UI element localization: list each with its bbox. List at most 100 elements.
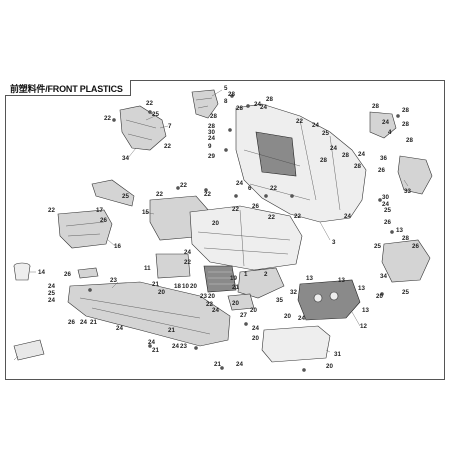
callout-17: 17 (96, 207, 103, 214)
callout-24: 24 (148, 339, 155, 346)
callout-25: 25 (384, 207, 391, 214)
callout-24: 24 (344, 213, 351, 220)
part-cover-right (381, 239, 431, 283)
callout-27: 27 (240, 312, 247, 319)
callout-28: 28 (208, 123, 215, 130)
callout-26: 26 (412, 243, 419, 250)
callout-22: 22 (296, 118, 303, 125)
callout-26: 26 (64, 271, 71, 278)
part-grille-19 (203, 265, 237, 293)
callout-20: 20 (326, 363, 333, 370)
callout-24: 24 (208, 135, 215, 142)
callout-24: 24 (382, 119, 389, 126)
part-tray-11 (155, 253, 191, 279)
callout-13: 13 (338, 277, 345, 284)
part-side-cover-33 (397, 155, 433, 195)
callout-24: 24 (172, 343, 179, 350)
callout-28: 28 (320, 157, 327, 164)
callout-22: 22 (104, 115, 111, 122)
callout-24: 24 (252, 325, 259, 332)
callout-34: 34 (380, 273, 387, 280)
callout-2: 2 (264, 271, 268, 278)
callout-15: 15 (142, 209, 149, 216)
callout-35: 35 (276, 297, 283, 304)
callout-21: 21 (152, 347, 159, 354)
callout-26: 26 (384, 219, 391, 226)
callout-24: 24 (358, 151, 365, 158)
callout-22: 22 (204, 191, 211, 198)
part-bracket-right-top (369, 111, 397, 139)
callout-10: 10 (182, 283, 189, 290)
callout-33: 33 (404, 188, 411, 195)
callout-21: 21 (214, 361, 221, 368)
callout-23: 23 (200, 293, 207, 300)
callout-19: 19 (230, 275, 237, 282)
callout-22: 22 (270, 185, 277, 192)
part-lower-panel-23 (67, 281, 231, 347)
callout-7: 7 (168, 123, 172, 130)
part-clip-26 (77, 267, 99, 279)
callout-24: 24 (330, 145, 337, 152)
callout-32: 32 (290, 289, 297, 296)
callout-25: 25 (152, 111, 159, 118)
callout-20: 20 (190, 283, 197, 290)
callout-22: 22 (206, 301, 213, 308)
callout-30: 30 (208, 129, 215, 136)
callout-23: 23 (180, 343, 187, 350)
menu-arrow-button[interactable] (13, 339, 45, 361)
callout-22: 22 (48, 207, 55, 214)
callout-labels: 5 28 8 28 28 24 24 28 28 30 24 9 29 22 2… (38, 85, 419, 370)
callout-24: 24 (184, 249, 191, 256)
callout-11: 11 (144, 265, 151, 272)
screw-fasteners (88, 94, 400, 372)
callout-20: 20 (284, 313, 291, 320)
callout-22: 22 (294, 213, 301, 220)
callout-12: 12 (360, 323, 367, 330)
callout-25: 25 (402, 289, 409, 296)
callout-28: 28 (228, 91, 235, 98)
callout-28: 28 (210, 113, 217, 120)
callout-20: 20 (232, 300, 239, 307)
callout-28: 28 (402, 235, 409, 242)
part-arm-17 (91, 179, 135, 207)
diagram-frame (5, 80, 445, 380)
part-bracket-5 (191, 89, 219, 119)
callout-24: 24 (48, 283, 55, 290)
callout-22: 22 (146, 100, 153, 107)
leader-lines (30, 89, 409, 353)
part-dash-cluster-window (255, 131, 297, 177)
callout-9: 9 (208, 143, 212, 150)
callout-22: 22 (164, 143, 171, 150)
part-lower-dash (189, 205, 303, 271)
callout-28: 28 (402, 107, 409, 114)
callout-28: 28 (402, 121, 409, 128)
callout-16: 16 (114, 243, 121, 250)
callout-22: 22 (180, 182, 187, 189)
callout-20: 20 (158, 289, 165, 296)
callout-31: 31 (334, 351, 341, 358)
part-dash-panel (235, 103, 367, 223)
callout-24: 24 (298, 315, 305, 322)
part-side-panel-7 (119, 105, 167, 151)
diagram-title: 前塑料件/FRONT PLASTICS (10, 84, 123, 94)
callout-24: 24 (80, 319, 87, 326)
callout-23: 23 (110, 277, 117, 284)
callout-13: 13 (358, 285, 365, 292)
callout-22: 22 (232, 206, 239, 213)
callout-24: 24 (116, 325, 123, 332)
callout-24: 24 (260, 104, 267, 111)
callout-30: 30 (382, 194, 389, 201)
callout-4: 4 (388, 129, 392, 136)
callout-26: 26 (252, 203, 259, 210)
callout-25: 25 (48, 290, 55, 297)
callout-21: 21 (152, 281, 159, 288)
callout-36: 36 (380, 155, 387, 162)
callout-24: 24 (382, 201, 389, 208)
callout-24: 24 (312, 122, 319, 129)
callout-6: 6 (248, 185, 252, 192)
callout-29: 29 (208, 153, 215, 160)
callout-20: 20 (250, 307, 257, 314)
callout-21: 21 (90, 319, 97, 326)
callout-25: 25 (322, 130, 329, 137)
